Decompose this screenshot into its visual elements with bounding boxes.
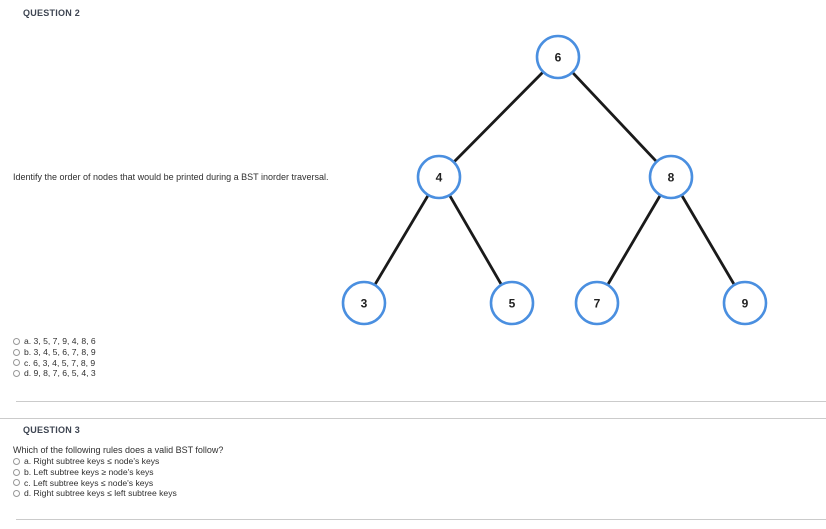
option-label: c. Left subtree keys ≤ node's keys <box>24 477 154 488</box>
tree-node-7: 7 <box>574 280 620 326</box>
radio-button-icon[interactable] <box>13 359 20 367</box>
question3-top-divider <box>0 418 826 419</box>
tree-node-9: 9 <box>722 280 768 326</box>
tree-node-4: 4 <box>416 154 462 200</box>
option-label: c. 6, 3, 4, 5, 7, 8, 9 <box>24 357 96 368</box>
tree-node-5: 5 <box>489 280 535 326</box>
option-label: a. 3, 5, 7, 9, 4, 8, 6 <box>24 336 96 346</box>
radio-button-icon[interactable] <box>13 348 20 356</box>
question-3-option-3[interactable]: d. Right subtree keys ≤ left subtree key… <box>13 488 177 499</box>
tree-node-value: 5 <box>509 297 516 311</box>
question-2-option-0[interactable]: a. 3, 5, 7, 9, 4, 8, 6 <box>13 336 96 347</box>
tree-edge-layer <box>373 70 736 287</box>
tree-node-value: 6 <box>555 51 562 65</box>
option-label: a. Right subtree keys ≤ node's keys <box>24 456 160 466</box>
tree-node-circle <box>416 154 462 200</box>
tree-node-8: 8 <box>648 154 694 200</box>
tree-node-circle <box>648 154 694 200</box>
tree-node-circle <box>574 280 620 326</box>
option-label: d. 9, 8, 7, 6, 5, 4, 3 <box>24 368 96 379</box>
question-2-option-2[interactable]: c. 6, 3, 4, 5, 7, 8, 9 <box>13 358 96 369</box>
tree-node-3: 3 <box>341 280 387 326</box>
question-3-option-0[interactable]: a. Right subtree keys ≤ node's keys <box>13 456 177 467</box>
option-label: d. Right subtree keys ≤ left subtree key… <box>24 488 177 499</box>
tree-edge-8-7 <box>606 193 662 287</box>
tree-node-6: 6 <box>535 34 581 80</box>
tree-node-value: 8 <box>668 171 675 185</box>
question-2-prompt: Identify the order of nodes that would b… <box>13 172 329 182</box>
question-3-header: QUESTION 3 <box>23 425 81 435</box>
question-3-option-2[interactable]: c. Left subtree keys ≤ node's keys <box>13 478 177 489</box>
tree-node-value: 4 <box>436 171 443 185</box>
tree-node-circle <box>722 280 768 326</box>
tree-edge-8-9 <box>680 193 736 287</box>
radio-button-icon[interactable] <box>13 479 20 487</box>
tree-edge-4-3 <box>373 193 430 287</box>
option-label: b. Left subtree keys ≥ node's keys <box>24 466 154 477</box>
option-label: b. 3, 4, 5, 6, 7, 8, 9 <box>24 346 96 357</box>
question-2-option-1[interactable]: b. 3, 4, 5, 6, 7, 8, 9 <box>13 347 96 358</box>
tree-edge-6-8 <box>571 70 658 164</box>
tree-edge-4-5 <box>448 193 503 287</box>
tree-node-value: 7 <box>594 297 601 311</box>
radio-button-icon[interactable] <box>13 468 20 476</box>
radio-button-icon[interactable] <box>13 337 20 345</box>
tree-node-circle <box>535 34 581 80</box>
radio-button-icon[interactable] <box>13 370 20 378</box>
question-3-option-1[interactable]: b. Left subtree keys ≥ node's keys <box>13 467 177 478</box>
tree-node-circle <box>341 280 387 326</box>
question3-bottom-divider <box>16 519 826 520</box>
radio-button-icon[interactable] <box>13 457 20 465</box>
tree-node-value: 9 <box>742 297 749 311</box>
question-2-option-3[interactable]: d. 9, 8, 7, 6, 5, 4, 3 <box>13 368 96 379</box>
tree-node-value: 3 <box>361 297 368 311</box>
tree-edge-6-4 <box>452 70 545 164</box>
question-2-header: QUESTION 2 <box>23 8 81 18</box>
radio-button-icon[interactable] <box>13 490 20 498</box>
tree-node-circle <box>489 280 535 326</box>
question2-bottom-divider <box>16 401 826 402</box>
question-3-prompt: Which of the following rules does a vali… <box>13 445 224 455</box>
